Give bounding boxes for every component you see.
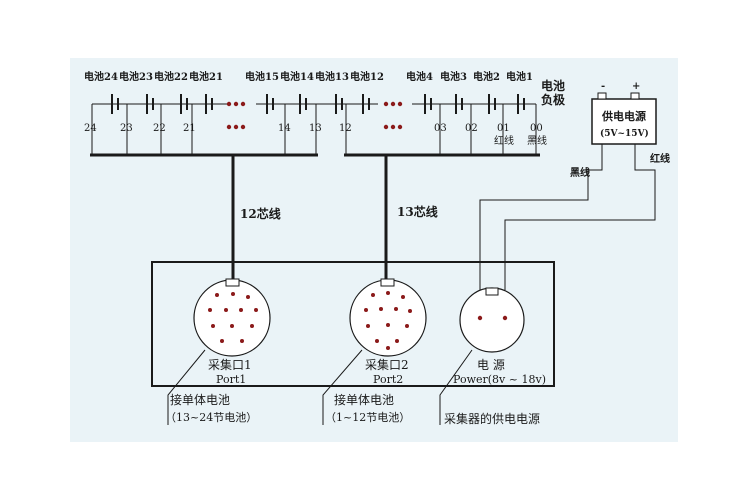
tap-num-12: 12 xyxy=(339,123,352,134)
port2-cn-label: 采集口2 xyxy=(365,357,409,372)
power-leader xyxy=(439,349,473,425)
tap-num-14: 14 xyxy=(278,123,291,134)
battery-cell-22 xyxy=(180,94,188,114)
supply-range: (5V~15V) xyxy=(600,128,649,139)
port1-connector xyxy=(193,278,271,357)
port2-connector xyxy=(349,278,427,357)
tap-num-22: 22 xyxy=(153,123,166,134)
battery-label-4: 电池4 xyxy=(406,70,433,83)
diagram-background xyxy=(70,58,678,442)
supply-black-wire xyxy=(479,144,603,290)
port1-note-line1: 接单体电池 xyxy=(170,392,230,407)
battery-cells-left-2 xyxy=(256,94,325,114)
battery-cells-right-2 xyxy=(412,94,536,114)
negative-label-line1: 电池 xyxy=(541,78,565,93)
port2-leader xyxy=(322,349,363,425)
battery-cell-23 xyxy=(146,94,154,114)
supply-red-wire-label: 红线 xyxy=(650,152,670,165)
battery-label-15: 电池15 xyxy=(245,70,279,83)
battery-label-22: 电池22 xyxy=(154,70,188,83)
tap-lines-right xyxy=(345,104,537,155)
battery-label-3: 电池3 xyxy=(440,70,467,83)
port1-cn-label: 采集口1 xyxy=(208,357,252,372)
power-connector xyxy=(459,287,525,353)
battery-cells-right xyxy=(325,94,378,114)
battery-cells-left xyxy=(92,94,228,114)
battery-cell-21 xyxy=(205,94,213,114)
battery-cell-14 xyxy=(299,94,307,114)
red-wire-label-batt: 红线 xyxy=(494,134,514,147)
ellipsis-dots-right xyxy=(383,101,403,130)
tap-num-13: 13 xyxy=(309,123,322,134)
supply-red-wire xyxy=(504,144,656,290)
battery-label-21: 电池21 xyxy=(189,70,223,83)
battery-label-13: 电池13 xyxy=(315,70,349,83)
battery-cell-2 xyxy=(488,94,496,114)
battery-label-24: 电池24 xyxy=(84,70,118,83)
tap-num-24: 24 xyxy=(84,123,97,134)
supply-title: 供电电源 xyxy=(601,109,646,123)
battery-cell-4 xyxy=(424,94,432,114)
port2-note-line2: （1~12节电池） xyxy=(325,411,410,424)
battery-cell-12 xyxy=(362,94,370,114)
tap-num-21: 21 xyxy=(183,123,196,134)
tap-lines-left xyxy=(91,104,317,155)
power-cn-label: 电 源 xyxy=(477,358,505,372)
battery-cell-15 xyxy=(266,94,274,114)
negative-label-line2: 负极 xyxy=(541,92,566,107)
battery-cell-1 xyxy=(517,94,525,114)
port1-note-line2: （13~24节电池） xyxy=(165,411,257,424)
power-en-label: Power(8v ~ 18v) xyxy=(453,373,546,386)
battery-label-2: 电池2 xyxy=(473,70,500,83)
port2-en-label: Port2 xyxy=(373,373,403,386)
battery-label-12: 电池12 xyxy=(350,70,384,83)
cable-left-label: 12芯线 xyxy=(240,206,281,221)
black-wire-label-batt: 黑线 xyxy=(527,134,547,147)
battery-cell-24 xyxy=(111,94,119,114)
port2-note-line1: 接单体电池 xyxy=(334,392,394,407)
battery-label-23: 电池23 xyxy=(119,70,153,83)
supply-plus-label: + xyxy=(632,81,640,92)
port1-leader xyxy=(167,349,206,425)
battery-cell-3 xyxy=(455,94,463,114)
collector-enclosure xyxy=(151,261,555,387)
power-supply: - + 供电电源 (5V~15V) xyxy=(591,81,657,145)
cable-right-label: 13芯线 xyxy=(397,204,438,219)
power-note: 采集器的供电电源 xyxy=(444,411,540,426)
tap-num-23: 23 xyxy=(120,123,133,134)
battery-label-14: 电池14 xyxy=(280,70,314,83)
supply-minus-label: - xyxy=(601,81,605,92)
battery-label-1: 电池1 xyxy=(506,70,533,83)
supply-black-wire-label: 黑线 xyxy=(570,166,590,179)
port1-en-label: Port1 xyxy=(216,373,246,386)
battery-cell-13 xyxy=(335,94,343,114)
ellipsis-dots-left xyxy=(226,101,246,130)
